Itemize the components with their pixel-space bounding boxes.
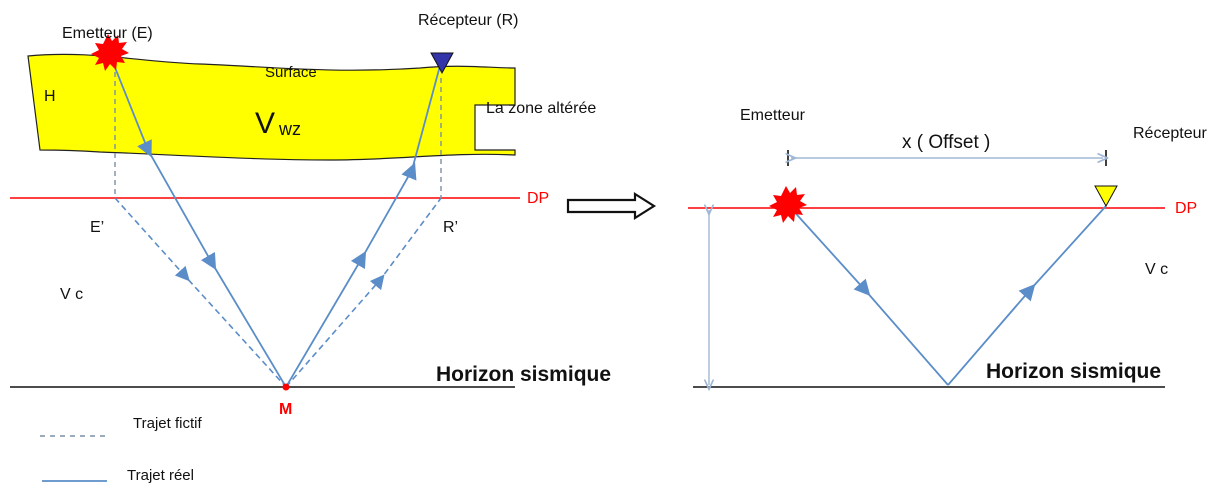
reflection-point-m [283, 384, 290, 391]
fictive-path-down [115, 198, 286, 387]
real-path-up-right [948, 206, 1106, 385]
emitter-starburst-icon-right [769, 186, 807, 223]
legend: Trajet fictif Trajet réel [40, 415, 202, 484]
right-panel: Emetteur Récepteur x ( Offset ) DP V c H… [688, 107, 1207, 387]
vc-label-right: V c [1145, 261, 1168, 278]
receiver-triangle-icon-right [1095, 186, 1117, 206]
horizon-label-right: Horizon sismique [986, 360, 1161, 383]
m-label: M [279, 401, 292, 418]
legend-real-label: Trajet réel [127, 467, 194, 484]
horizon-label-left: Horizon sismique [436, 363, 611, 386]
receiver-label: Récepteur (R) [418, 12, 518, 29]
emitter-label: Emetteur (E) [62, 25, 153, 42]
r-prime-label: R’ [443, 219, 458, 236]
legend-fictive-label: Trajet fictif [133, 415, 202, 432]
vc-label-left: V c [60, 286, 83, 303]
offset-label: x ( Offset ) [902, 132, 990, 153]
receiver-label-right: Récepteur [1133, 125, 1207, 142]
e-prime-label: E’ [90, 219, 104, 236]
emitter-label-right: Emetteur [740, 107, 806, 124]
transition-arrow-icon [568, 194, 654, 218]
surface-label: Surface [265, 64, 317, 81]
dp-label-right: DP [1175, 200, 1197, 217]
real-path-down-right [789, 206, 948, 385]
fictive-path-up [286, 198, 441, 387]
dp-label-left: DP [527, 190, 549, 207]
weathered-zone-label: La zone altérée [486, 100, 596, 117]
h-label: H [44, 88, 56, 105]
